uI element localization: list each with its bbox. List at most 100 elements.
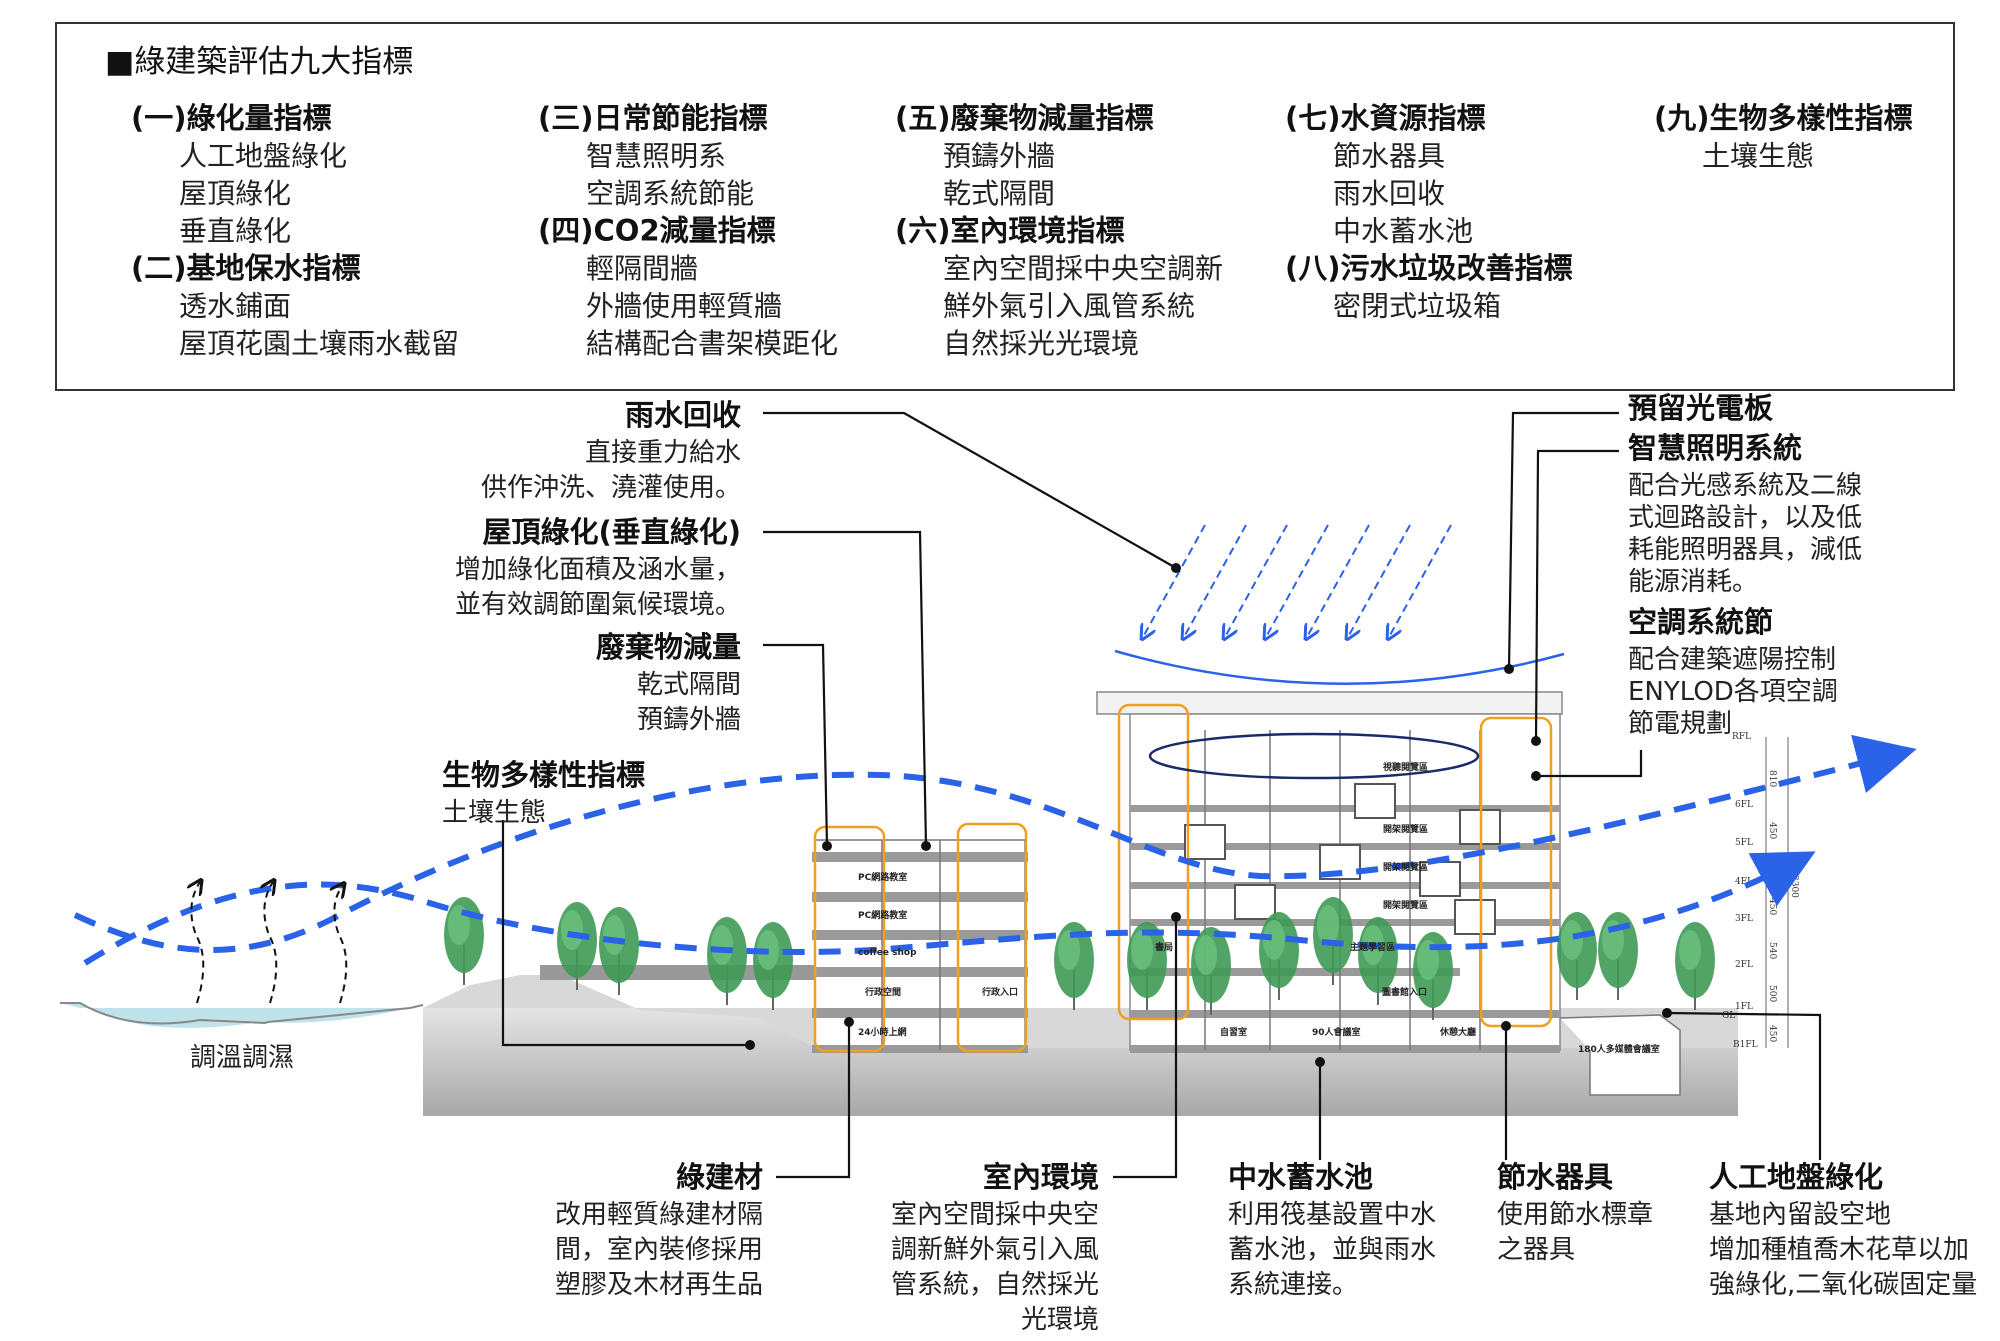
callout-text: 土壤生態 [442, 798, 546, 828]
floor-label: RFL [1732, 732, 1751, 742]
tree [707, 917, 747, 1005]
floor-label: B1FL [1733, 1040, 1758, 1050]
dimension: 3300 [1789, 875, 1799, 898]
room-label: 圖書館入口 [1382, 986, 1427, 998]
leader-lines [501, 411, 1822, 1179]
room-labels: PC網路教室 PC網路教室 coffee shop 行政空間 行政入口 24小時… [858, 761, 1660, 1055]
sun-ray-arrow [1348, 524, 1411, 637]
room-label: 開架閱覽區 [1383, 823, 1428, 835]
evaporation-arrow [264, 882, 278, 1004]
room-label: PC網路教室 [858, 909, 907, 921]
callout-text: 乾式隔間 [637, 670, 741, 700]
callout-text: 並有效調節圍氣候環境。 [455, 590, 741, 620]
indicator-item: 外牆使用輕質牆 [586, 290, 782, 323]
room-label: 開架閱覽區 [1383, 861, 1428, 873]
dimension: 450 [1767, 822, 1777, 839]
room-label: 24小時上網 [858, 1026, 907, 1038]
room-label: coffee shop [858, 948, 917, 958]
indicator-item: 自然採光光環境 [943, 327, 1139, 360]
indicator-heading: (六)室內環境指標 [895, 214, 1125, 248]
indicator-item: 節水器具 [1333, 140, 1445, 173]
pond-bank [60, 1002, 424, 1025]
room-label: PC網路教室 [858, 871, 907, 883]
callout-text: 之器具 [1497, 1235, 1575, 1265]
callout-text: 系統連接。 [1228, 1270, 1358, 1300]
tree [1259, 912, 1299, 1000]
callout-text: 使用節水標章 [1497, 1200, 1653, 1230]
sun-ray-arrow [1266, 524, 1329, 637]
indicator-item: 預鑄外牆 [943, 140, 1055, 173]
tree [599, 907, 639, 995]
callout-heading: 廢棄物減量 [596, 630, 741, 664]
index-title: ■綠建築評估九大指標 [105, 44, 413, 80]
callout-text: 調新鮮外氣引入風 [891, 1235, 1099, 1265]
room-label: 開架閱覽區 [1383, 899, 1428, 911]
floor-label: 5FL [1735, 838, 1753, 848]
tree [1054, 922, 1094, 1010]
tree [753, 922, 793, 1010]
callout-text: 直接重力給水 [585, 438, 741, 468]
callout-heading: 中水蓄水池 [1228, 1160, 1373, 1194]
pond-label: 調溫調濕 [190, 1043, 294, 1073]
room-label: 書局 [1155, 941, 1173, 953]
tree [557, 902, 597, 990]
indicator-item: 空調系統節能 [586, 177, 754, 210]
main-building [1096, 691, 1681, 1096]
indicator-heading: (七)水資源指標 [1285, 101, 1486, 135]
callout-text: 塑膠及木材再生品 [555, 1270, 763, 1300]
tree [1313, 897, 1353, 985]
indicator-item: 鮮外氣引入風管系統 [943, 290, 1195, 323]
evaporation-arrow [191, 882, 205, 1004]
callout-text: 供作沖洗、澆灌使用。 [481, 473, 741, 503]
indicator-item: 屋頂花園土壤雨水截留 [179, 327, 459, 360]
sun-ray-arrow [1184, 524, 1247, 637]
indicator-item: 室內空間採中央空調新 [943, 252, 1223, 285]
indicator-heading: (三)日常節能指標 [538, 101, 768, 135]
indicator-item: 輕隔間牆 [586, 252, 698, 285]
callout-text: 室內空間採中央空 [891, 1200, 1099, 1230]
indicator-item: 雨水回收 [1333, 177, 1445, 210]
callout-text: 配合光感系統及二線 [1628, 471, 1862, 501]
floor-label: GL [1722, 1011, 1735, 1021]
sun-ray-arrow [1389, 524, 1452, 637]
callout-heading: 綠建材 [676, 1160, 763, 1194]
sunlight-rays [1143, 524, 1452, 637]
room-label: 180人多媒體會議室 [1578, 1043, 1660, 1055]
tree [1675, 922, 1715, 1010]
callout-text: 改用輕質綠建材隔 [555, 1200, 763, 1230]
floor-label: 2FL [1735, 960, 1753, 970]
callout-text: 式迴路設計，以及低 [1628, 503, 1862, 533]
indicator-item: 密閉式垃圾箱 [1333, 290, 1501, 323]
room-label: 90人會議室 [1312, 1026, 1361, 1038]
room-label: 主題學習區 [1350, 941, 1395, 953]
pond [60, 1003, 410, 1028]
indicator-item: 智慧照明系 [586, 140, 726, 173]
callout-text: 耗能照明器具，減低 [1628, 535, 1862, 565]
dimension: 810 [1767, 770, 1777, 787]
index-box [55, 22, 1955, 391]
callout-text: 節電規劃 [1628, 709, 1732, 739]
index-columns: (一)綠化量指標人工地盤綠化屋頂綠化垂直綠化(二)基地保水指標透水鋪面屋頂花園土… [131, 101, 1913, 360]
wind-flow-upper [73, 734, 1917, 953]
callout-text: 配合建築遮陽控制 [1628, 645, 1836, 675]
floor-label: 4FL [1735, 877, 1753, 887]
tree [1191, 927, 1231, 1015]
tree [1557, 912, 1597, 1000]
callout-text: 增加綠化面積及涵水量， [455, 555, 741, 585]
indicator-item: 中水蓄水池 [1333, 215, 1473, 248]
callout-heading: 節水器具 [1497, 1160, 1613, 1194]
dimension: 540 [1767, 942, 1777, 959]
callout-text: 增加種植喬木花草以加 [1709, 1235, 1969, 1265]
highlight-frame [1479, 716, 1553, 1028]
callout-text: 強綠化,二氧化碳固定量 [1709, 1270, 1977, 1300]
callout-heading: 屋頂綠化(垂直綠化) [482, 515, 741, 549]
trees [444, 897, 1715, 1020]
room-label: 自習室 [1220, 1026, 1247, 1038]
callout-text: 管系統，自然採光 [891, 1270, 1099, 1300]
indicator-heading: (五)廢棄物減量指標 [895, 101, 1154, 135]
indicator-item: 屋頂綠化 [179, 177, 291, 210]
callout-heading: 室內環境 [983, 1160, 1099, 1194]
indicator-heading: (四)CO2減量指標 [538, 214, 776, 248]
floor-label: 6FL [1735, 800, 1753, 810]
dimension: 500 [1767, 985, 1777, 1002]
